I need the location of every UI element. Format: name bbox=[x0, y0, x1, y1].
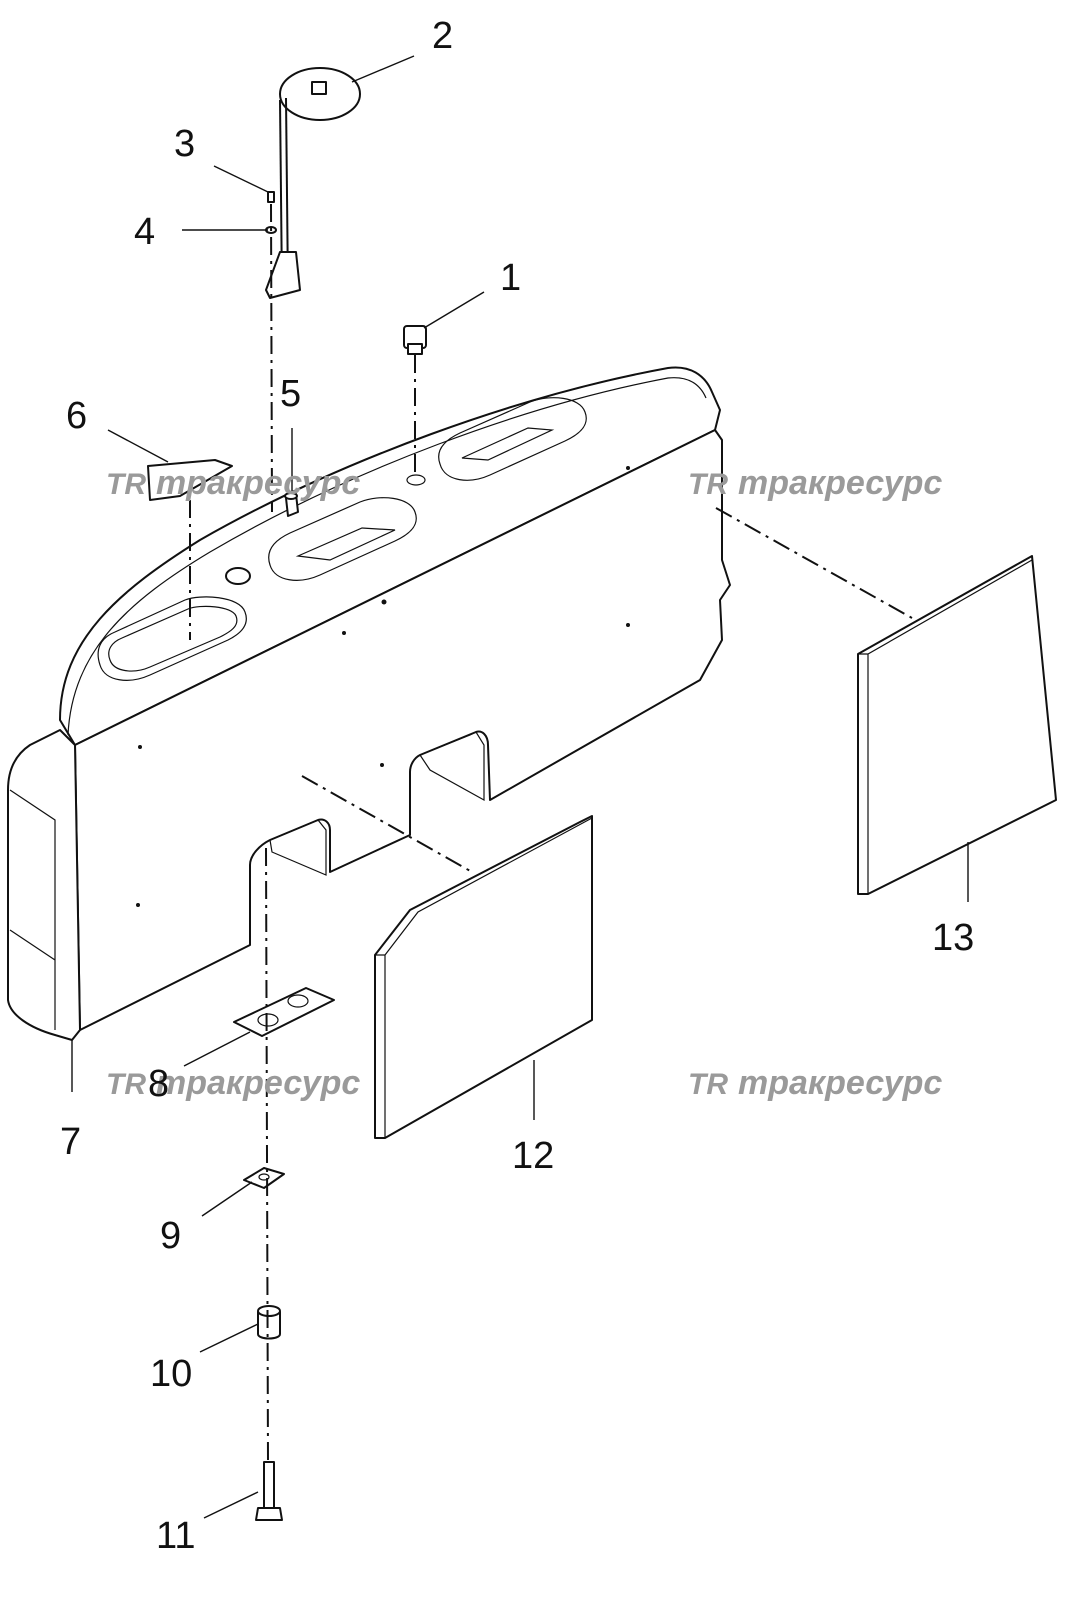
watermark-bottom-right: TR тракресурс bbox=[688, 1064, 942, 1102]
watermark-logo: TR bbox=[688, 468, 728, 501]
part-12-side-plate bbox=[374, 815, 593, 1139]
counterweight-bottom-edge bbox=[79, 679, 701, 1031]
axis-parts-3-4 bbox=[270, 203, 273, 513]
part-13-side-plate bbox=[857, 555, 1057, 895]
axis-mounting-bolt bbox=[265, 847, 269, 1463]
part-3-screw bbox=[267, 191, 275, 203]
top-plug-hole bbox=[225, 567, 251, 585]
part-1-filler-cap bbox=[403, 325, 427, 478]
callout-8: 8 bbox=[148, 1063, 169, 1105]
callout-11: 11 bbox=[156, 1515, 195, 1557]
callout-labels: 2 3 4 1 5 6 13 8 7 12 9 10 11 bbox=[60, 15, 974, 1557]
counterweight-left-end-seam bbox=[9, 789, 56, 1030]
watermark-text: тракресурс bbox=[738, 1064, 942, 1102]
callout-13: 13 bbox=[932, 917, 974, 959]
top-pockets bbox=[97, 397, 587, 681]
right-cutout-wall bbox=[419, 731, 485, 802]
callout-5: 5 bbox=[280, 373, 301, 415]
part-2-level-indicator bbox=[265, 67, 361, 299]
part-8-plate bbox=[233, 987, 335, 1037]
part-6-label bbox=[147, 459, 233, 640]
part-11-bolt bbox=[255, 1461, 283, 1521]
watermark-top-right: TR тракресурс bbox=[688, 464, 942, 502]
filler-hole bbox=[406, 474, 426, 486]
watermark-text: тракресурс bbox=[738, 464, 942, 502]
callout-3: 3 bbox=[174, 123, 195, 165]
watermark-logo: TR bbox=[688, 1068, 728, 1101]
counterweight-left-end bbox=[7, 729, 81, 1041]
part-9-washer bbox=[243, 1167, 285, 1189]
part-5-breather bbox=[284, 492, 299, 517]
watermark-text: тракресурс bbox=[156, 464, 360, 502]
counterweight-top-face bbox=[59, 366, 721, 746]
counterweight-body bbox=[7, 366, 731, 1041]
watermark-logo: TR bbox=[106, 1068, 146, 1101]
callout-12: 12 bbox=[512, 1135, 554, 1177]
left-cutout-wall bbox=[269, 819, 327, 876]
callout-4: 4 bbox=[134, 211, 155, 253]
axis-part-13 bbox=[715, 507, 913, 619]
callout-2: 2 bbox=[432, 15, 453, 57]
callout-10: 10 bbox=[150, 1353, 192, 1395]
watermark-logo: TR bbox=[106, 468, 146, 501]
part-10-spacer bbox=[257, 1305, 281, 1340]
callout-7: 7 bbox=[60, 1121, 81, 1163]
leader-lines bbox=[71, 55, 969, 1519]
watermark-top-left: TR тракресурс bbox=[106, 464, 360, 502]
callout-1: 1 bbox=[500, 257, 521, 299]
callout-6: 6 bbox=[66, 395, 87, 437]
watermark-bottom-left: TR тракресурс bbox=[106, 1064, 360, 1102]
counterweight-front-face bbox=[74, 429, 731, 1031]
counterweight-top-rim bbox=[67, 377, 707, 736]
callout-9: 9 bbox=[160, 1215, 181, 1257]
watermark-text: тракресурс bbox=[156, 1064, 360, 1102]
